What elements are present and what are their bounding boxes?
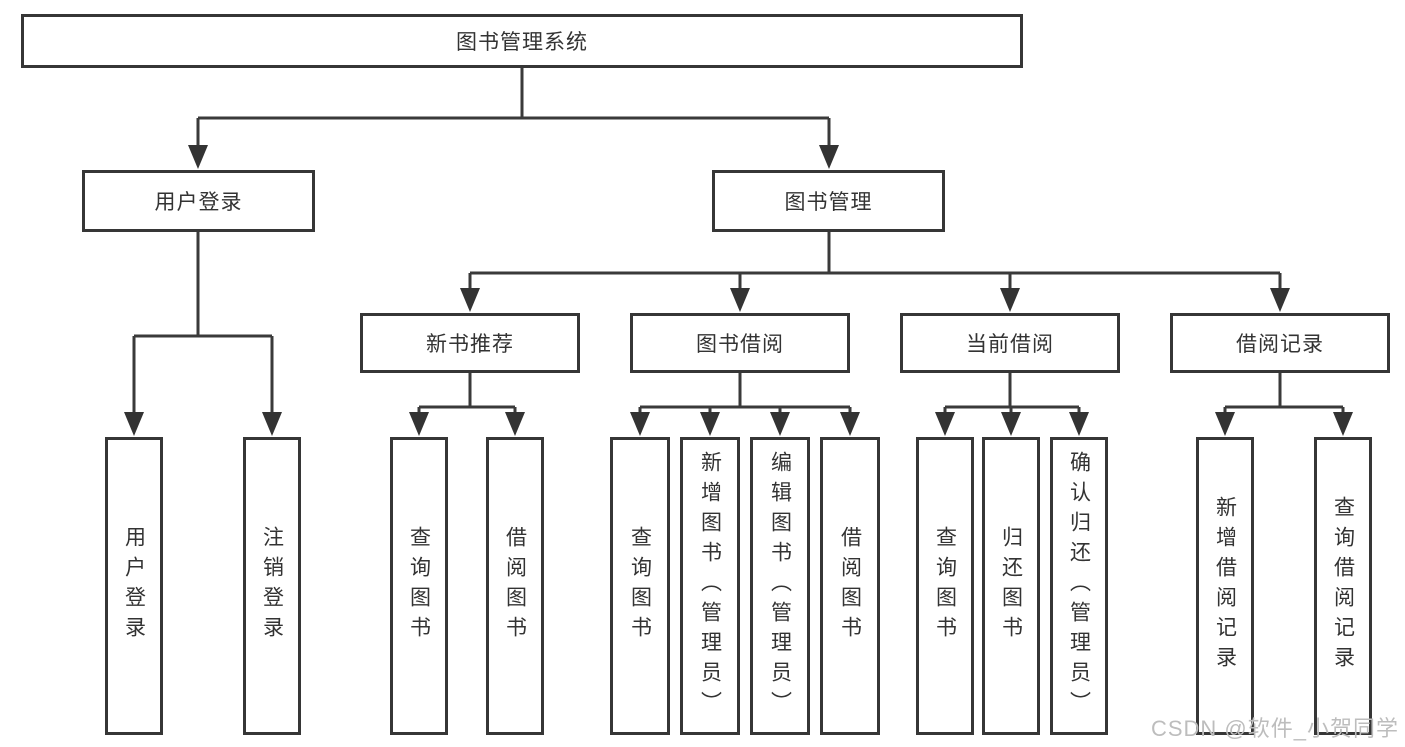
node-current-borrow: 当前借阅 [900,313,1120,373]
node-new-book-rec: 新书推荐 [360,313,580,373]
leaf-borrow-book: 借阅图书 [820,437,880,735]
node-root-label: 图书管理系统 [456,31,588,54]
csdn-watermark: CSDN @软件_小贺同学 [1150,716,1399,741]
node-book-mgmt-label: 图书管理 [784,191,873,214]
node-user-login: 用户登录 [82,170,315,232]
leaf-edit-book: 编辑图书（管理员） [750,437,810,735]
node-current-borrow-label: 当前借阅 [966,333,1054,356]
node-book-mgmt: 图书管理 [712,170,945,232]
node-borrow-record: 借阅记录 [1170,313,1390,373]
node-borrow-record-label: 借阅记录 [1236,333,1324,356]
leaf-query-record: 查询借阅记录 [1314,437,1372,735]
arrowhead-icons [124,145,1353,436]
node-root: 图书管理系统 [21,14,1023,68]
node-user-login-label: 用户登录 [154,191,243,214]
leaf-add-book: 新增图书（管理员） [680,437,740,735]
node-new-book-rec-label: 新书推荐 [426,333,514,356]
leaf-current-query-book: 查询图书 [916,437,974,735]
leaf-rec-borrow-book: 借阅图书 [486,437,544,735]
leaf-borrow-query-book: 查询图书 [610,437,670,735]
leaf-return-book: 归还图书 [982,437,1040,735]
leaf-add-record: 新增借阅记录 [1196,437,1254,735]
leaf-logout: 注销登录 [243,437,301,735]
node-book-borrow-label: 图书借阅 [696,333,784,356]
node-book-borrow: 图书借阅 [630,313,850,373]
leaf-user-login: 用户登录 [105,437,163,735]
leaf-rec-query-book: 查询图书 [390,437,448,735]
leaf-confirm-return: 确认归还（管理员） [1050,437,1108,735]
